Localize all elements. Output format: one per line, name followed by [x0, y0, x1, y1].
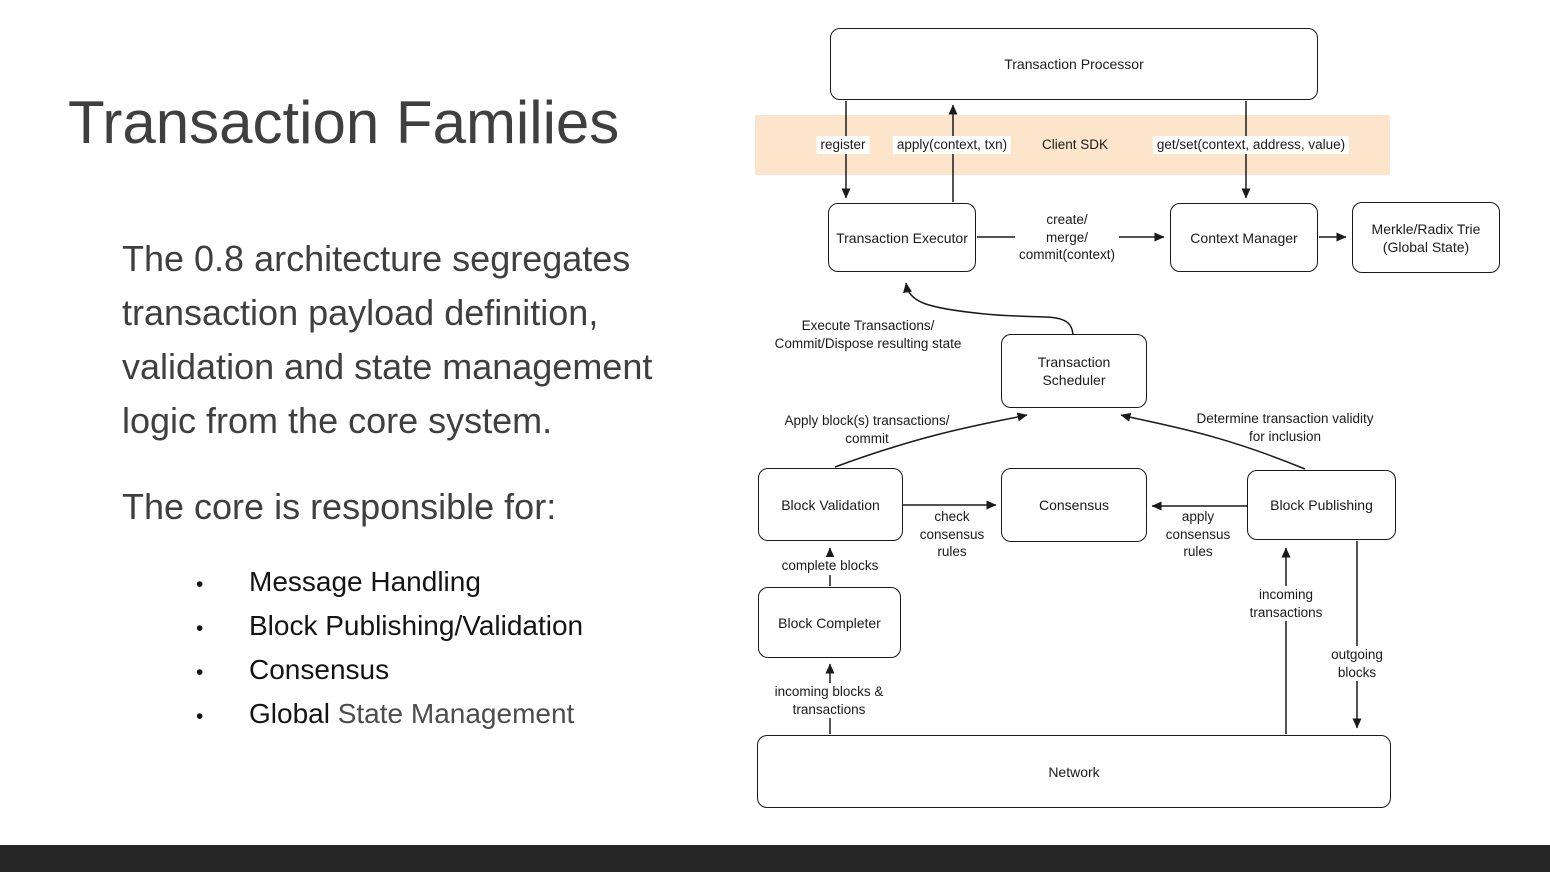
node-merkle-radix-trie: Merkle/Radix Trie (Global State): [1352, 202, 1500, 273]
page-title: Transaction Families: [68, 89, 620, 156]
list-item: • Global State Management: [196, 698, 583, 742]
node-block-publishing: Block Publishing: [1247, 470, 1396, 540]
core-subtitle: The core is responsible for:: [122, 486, 557, 527]
label-apply-consensus-rules: apply consensus rules: [1165, 509, 1231, 559]
label-apply-block-transactions: Apply block(s) transactions/ commit: [784, 413, 950, 446]
label-execute-transactions: Execute Transactions/ Commit/Dispose res…: [774, 318, 962, 351]
label-incoming-blocks: incoming blocks & transactions: [770, 683, 888, 718]
bullet-text: Global: [249, 698, 338, 729]
label-complete-blocks: complete blocks: [777, 557, 883, 575]
intro-paragraph: The 0.8 architecture segregates transact…: [122, 238, 653, 441]
label-outgoing-blocks: outgoing blocks: [1327, 646, 1387, 681]
label-client-sdk: Client SDK: [1041, 137, 1109, 152]
label-create-merge-commit: create/ merge/ commit(context): [1014, 211, 1120, 264]
label-determine-validity: Determine transaction validity for inclu…: [1196, 411, 1374, 444]
list-item: • Consensus: [196, 654, 583, 698]
label-register: register: [816, 136, 870, 154]
node-network: Network: [757, 735, 1391, 808]
bullet-text-secondary: State Management: [337, 698, 575, 729]
list-item: • Message Handling: [196, 566, 583, 610]
bullet-text: Message Handling: [249, 566, 481, 597]
bullet-text: Block Publishing/Validation: [249, 610, 584, 641]
node-transaction-scheduler: Transaction Scheduler: [1001, 334, 1147, 408]
label-incoming-transactions: incoming transactions: [1245, 586, 1327, 621]
node-transaction-executor: Transaction Executor: [828, 203, 976, 272]
bullet-icon: •: [196, 573, 204, 596]
node-block-validation: Block Validation: [758, 468, 903, 541]
core-responsibilities-list: • Message Handling • Block Publishing/Vali…: [196, 566, 583, 742]
label-check-consensus-rules: check consensus rules: [919, 509, 985, 559]
node-transaction-processor: Transaction Processor: [830, 28, 1318, 100]
bottom-bar: [0, 845, 1550, 872]
list-item: • Block Publishing/Validation: [196, 610, 583, 654]
bullet-icon: •: [196, 661, 204, 684]
bullet-text: Consensus: [249, 654, 390, 685]
label-get-set: get/set(context, address, value): [1152, 136, 1350, 154]
node-block-completer: Block Completer: [758, 587, 901, 658]
node-context-manager: Context Manager: [1170, 203, 1318, 272]
bullet-icon: •: [196, 617, 204, 640]
bullet-icon: •: [196, 705, 204, 728]
node-consensus: Consensus: [1001, 468, 1147, 542]
label-apply-context-txn: apply(context, txn): [892, 136, 1012, 154]
